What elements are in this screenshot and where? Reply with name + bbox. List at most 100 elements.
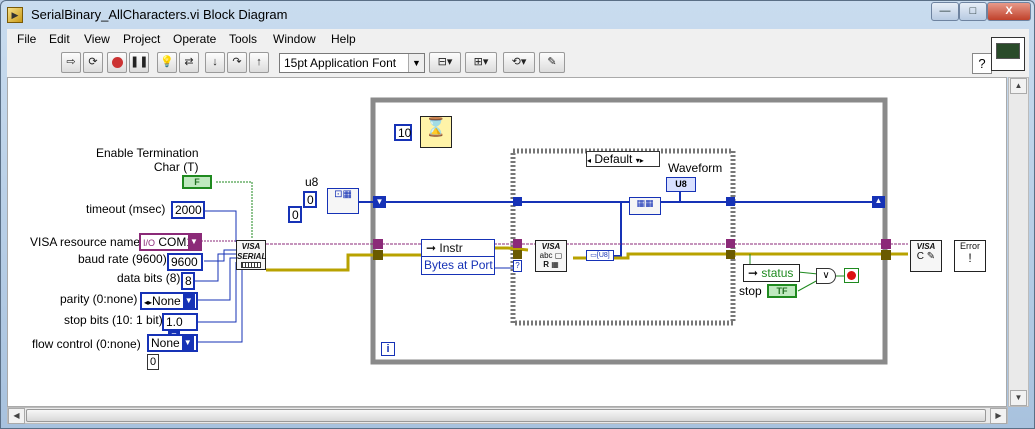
parity-control[interactable]: ◂▸None▼ (140, 292, 198, 310)
baud-rate-label: baud rate (9600) (78, 252, 167, 266)
waveform-label: Waveform (668, 161, 723, 175)
property-node-header: ➞ Instr (422, 240, 494, 257)
menu-project[interactable]: Project (123, 32, 161, 46)
flow-control-control[interactable]: None▼ (147, 334, 198, 352)
menu-file[interactable]: File (17, 32, 37, 46)
visa-configure-serial-node[interactable]: VISA SERIAL (236, 240, 266, 270)
run-arrow-icon[interactable]: ⇨ (61, 52, 81, 73)
enable-term-label: Enable Termination Char (T) (96, 146, 199, 174)
minimize-button[interactable]: — (931, 2, 959, 21)
horizontal-scrollbar[interactable]: ◀ ▶ (7, 407, 1008, 424)
close-button[interactable]: X (987, 2, 1031, 21)
case-selector-value: Default (594, 152, 633, 166)
unbundle-status-node[interactable]: ➞ status (743, 264, 800, 282)
reorder-icon[interactable]: ⟲▾ (503, 52, 535, 73)
stop-bits-control[interactable]: 1.0▼ (162, 313, 198, 343)
vertical-scrollbar[interactable]: ▲ ▼ (1008, 77, 1029, 407)
or-function-icon[interactable]: ∨ (816, 268, 836, 284)
visa-resource-value: COM1 (158, 235, 194, 249)
vi-connector-icon[interactable] (991, 37, 1025, 71)
timeout-control[interactable]: 2000 (171, 201, 205, 219)
font-select-value: 15pt Application Font (284, 56, 397, 70)
run-continuously-icon[interactable]: ⟳ (83, 52, 103, 73)
error-tunnel-left (373, 250, 383, 260)
step-out-icon[interactable]: ↑ (249, 52, 269, 73)
scroll-up-icon[interactable]: ▲ (1010, 78, 1027, 94)
loop-condition-icon[interactable] (844, 268, 859, 283)
menu-window[interactable]: Window (273, 32, 316, 46)
chevron-left-icon: ◂ (587, 156, 592, 165)
refnum-tunnel-left (373, 239, 383, 249)
pause-icon[interactable]: ❚❚ (129, 52, 149, 73)
string-to-byte-array-node[interactable]: ▭[U8] (586, 250, 614, 261)
menu-operate[interactable]: Operate (173, 32, 217, 46)
data-bits-control[interactable]: 8 (181, 272, 195, 290)
scroll-down-icon[interactable]: ▼ (1010, 390, 1027, 406)
simple-error-handler-node[interactable]: Error! (954, 240, 986, 272)
visa-resource-control[interactable]: I/O COM1 ▼ (139, 233, 202, 251)
highlight-execution-icon[interactable]: 💡 (157, 52, 177, 73)
step-over-icon[interactable]: ↷ (227, 52, 247, 73)
stop-label: stop (739, 284, 762, 298)
visa-property-node[interactable]: ➞ Instr Bytes at Port (421, 239, 495, 275)
case-refnum-tunnel-right (726, 239, 735, 248)
u8-constant-top[interactable]: 0 (303, 191, 317, 208)
distribute-objects-icon[interactable]: ⊞▾ (465, 52, 497, 73)
scroll-right-icon[interactable]: ▶ (990, 408, 1007, 424)
retain-wire-values-icon[interactable]: ⇄ (179, 52, 199, 73)
waveform-indicator[interactable]: U8 (666, 177, 696, 192)
wait-ms-constant[interactable]: 10 (394, 124, 412, 141)
scroll-left-icon[interactable]: ◀ (8, 408, 25, 424)
help-button[interactable]: ? (972, 53, 992, 74)
parity-label: parity (0:none) (60, 292, 138, 306)
case-selector-terminal[interactable]: ? (513, 260, 522, 272)
property-icon: ➞ (748, 266, 759, 280)
vi-file-icon: ▶ (7, 7, 23, 23)
data-bits-label: data bits (8) (117, 271, 181, 285)
stop-boolean[interactable]: TF (767, 284, 797, 298)
case-refnum-tunnel (513, 239, 522, 248)
flow-control-value: None (151, 336, 180, 350)
status-label: status (761, 266, 794, 280)
iteration-terminal[interactable]: i (381, 342, 395, 356)
u8-constant-bottom[interactable]: 0 (288, 206, 302, 223)
diagram-canvas[interactable]: Enable Termination Char (T) F timeout (m… (7, 77, 1007, 407)
visa-io-icon: I/O (143, 238, 156, 248)
enable-term-boolean[interactable]: F (182, 175, 212, 189)
baud-rate-control[interactable]: 9600 (167, 253, 203, 271)
shift-register-left-icon[interactable]: ▼ (373, 196, 386, 208)
parity-value: None (152, 294, 181, 308)
u8-label: u8 (305, 175, 319, 189)
title-bar: ▶ SerialBinary_AllCharacters.vi Block Di… (1, 1, 1034, 29)
error-tunnel-right (881, 250, 891, 260)
horizontal-scroll-thumb[interactable] (26, 409, 986, 422)
abort-icon[interactable] (107, 52, 127, 73)
clean-up-diagram-icon[interactable]: ✎ (539, 52, 565, 73)
align-objects-icon[interactable]: ⊟▾ (429, 52, 461, 73)
menu-help[interactable]: Help (331, 32, 356, 46)
build-array-node[interactable]: ▦▦ (629, 197, 661, 215)
step-into-icon[interactable]: ↓ (205, 52, 225, 73)
font-select[interactable]: 15pt Application Font ▼ (279, 53, 425, 73)
bytes-at-port-item[interactable]: Bytes at Port (424, 258, 493, 272)
enum-arrows-icon: ◂▸ (144, 298, 153, 307)
case-array-tunnel-left (513, 197, 522, 206)
maximize-button[interactable]: □ (959, 2, 987, 21)
chevron-right-icon: ▾▸ (635, 156, 644, 165)
visa-read-node[interactable]: VISA abc ▢ R ▦ (535, 240, 567, 272)
wait-ms-metronome-icon[interactable]: ⌛ (420, 116, 452, 148)
menu-view[interactable]: View (84, 32, 110, 46)
initialize-array-node[interactable]: ⊡▦ (327, 188, 359, 214)
timeout-label: timeout (msec) (86, 202, 166, 216)
menu-edit[interactable]: Edit (49, 32, 70, 46)
stop-bits-label: stop bits (10: 1 bit) (64, 313, 163, 327)
serial-port-icon (241, 262, 261, 268)
flow-control-extra[interactable]: 0 (147, 354, 159, 370)
shift-register-right-icon[interactable]: ▲ (872, 196, 885, 208)
menu-tools[interactable]: Tools (229, 32, 258, 46)
flow-control-label: flow control (0:none) (32, 337, 141, 351)
visa-resource-label: VISA resource name (30, 235, 141, 249)
case-selector-label[interactable]: ◂ Default ▾▸ (586, 151, 660, 167)
